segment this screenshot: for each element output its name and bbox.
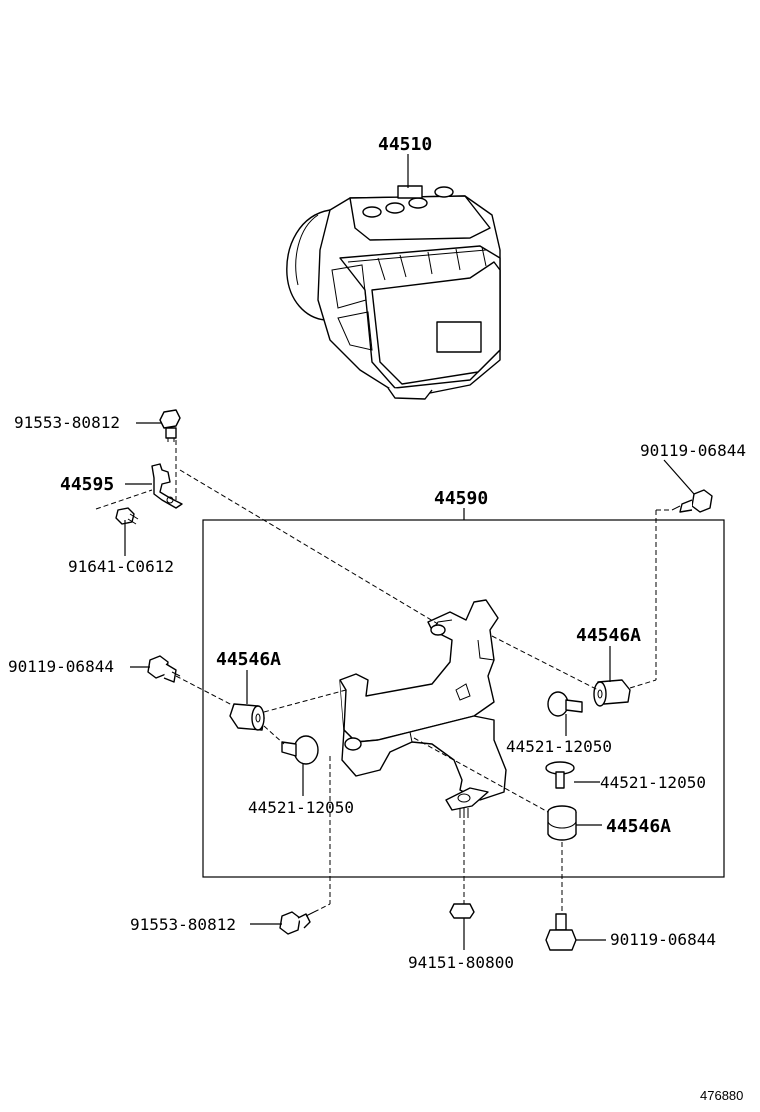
label-bracket-assy: 44590	[434, 488, 488, 509]
collar-left	[281, 735, 319, 765]
abs-actuator	[286, 185, 501, 400]
collar-right-upper	[547, 691, 583, 717]
bolt-bottom-left	[279, 911, 315, 935]
bolt-top-left	[159, 409, 181, 442]
label-actuator: 44510	[378, 134, 432, 155]
cushion-left	[229, 703, 265, 731]
label-collar-right-lower: 44521-12050	[600, 773, 706, 792]
label-cushion-left: 44546A	[216, 649, 281, 670]
bolt-small-bracket	[115, 507, 139, 525]
label-bolt-top-left: 91553-80812	[14, 413, 120, 432]
label-nut-bottom: 94151-80800	[408, 953, 514, 972]
small-bracket	[151, 463, 183, 509]
reference-number: 476880	[700, 1088, 743, 1103]
bolt-bottom-right	[545, 913, 577, 951]
cushion-right	[593, 679, 631, 707]
label-bolt-top-right: 90119-06844	[640, 441, 746, 460]
label-bolt-bottom-left: 91553-80812	[130, 915, 236, 934]
label-cushion-right: 44546A	[576, 625, 641, 646]
assembly-dashes	[95, 440, 672, 914]
label-collar-right-upper: 44521-12050	[506, 737, 612, 756]
label-bolt-left: 90119-06844	[8, 657, 114, 676]
nut-bottom	[449, 903, 475, 919]
main-bracket	[339, 599, 507, 818]
label-cushion-lower: 44546A	[606, 816, 671, 837]
cushion-lower	[547, 805, 577, 841]
label-bracket-small: 44595	[60, 474, 114, 495]
part-labels: 44510 91553-80812 44595 91641-C0612 4459…	[8, 134, 746, 1103]
leader-lines	[124, 154, 695, 950]
label-collar-left: 44521-12050	[248, 798, 354, 817]
bolt-top-right	[671, 489, 713, 513]
bolt-left	[147, 655, 181, 683]
collar-right-lower	[545, 761, 575, 789]
label-bolt-small-bracket: 91641-C0612	[68, 557, 174, 576]
label-bolt-bottom-right: 90119-06844	[610, 930, 716, 949]
